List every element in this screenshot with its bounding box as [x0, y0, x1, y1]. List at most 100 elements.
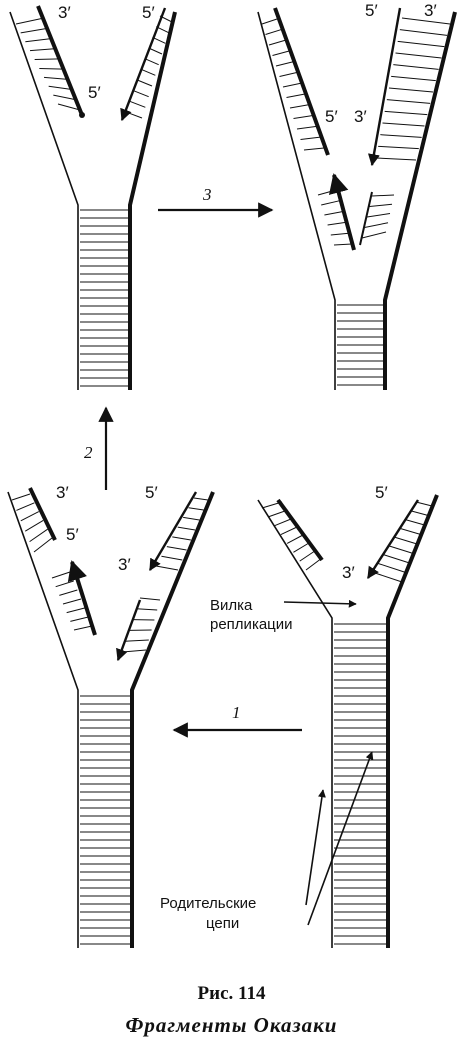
step-3-arrow: 3: [158, 185, 274, 218]
base-pair-rung: [140, 68, 156, 76]
base-pair-rung: [293, 115, 314, 119]
base-pair-rung: [144, 58, 159, 66]
base-pair-rung: [384, 110, 428, 116]
base-pair-rung: [369, 203, 393, 207]
base-pair-rung: [324, 211, 343, 216]
base-pair-rung: [39, 67, 65, 70]
base-pair-rung: [129, 100, 146, 108]
base-pair-rung: [11, 493, 31, 501]
base-pair-rung: [393, 64, 439, 70]
base-pair-rung: [321, 200, 340, 206]
base-pair-rung: [62, 598, 82, 605]
base-pair-rung: [125, 639, 149, 642]
base-pair-rung: [382, 122, 425, 127]
base-pair-rung: [133, 90, 149, 98]
fork-pointer: [283, 599, 357, 608]
fork-label-line1: Вилка: [210, 597, 253, 614]
base-pair-rung: [29, 528, 48, 543]
panel-3-lagging-strand-old: [367, 7, 402, 167]
panel-1-leading-strand-end: [79, 112, 85, 118]
panel-2-fork: 3′ 5′ 5′ 3′: [7, 483, 215, 948]
base-pair-rung: [51, 571, 71, 579]
p4-label-5prime-top: 5′: [375, 483, 388, 502]
base-pair-rung: [34, 58, 61, 61]
base-pair-rung: [137, 79, 153, 87]
p2-label-3prime-mid: 3′: [118, 555, 131, 574]
base-pair-rung: [272, 50, 292, 56]
figure-number: Рис. 114: [197, 983, 266, 1004]
base-pair-rung: [300, 136, 321, 140]
panel-2-lagging-strand-top: [148, 491, 198, 572]
panel-1-right-arm-rungs: [125, 15, 173, 119]
base-pair-rung: [70, 616, 89, 622]
base-pair-rung: [66, 607, 85, 614]
panel-1-left-arm-rungs: [15, 17, 81, 111]
p1-label-3prime: 3′: [58, 3, 71, 22]
step-3-label: 3: [202, 185, 212, 204]
figure-title: Фрагменты Оказаки: [125, 1013, 338, 1037]
p2-label-3prime-top: 3′: [56, 483, 69, 502]
panel-1-fork: 3′ 5′ 5′: [9, 3, 177, 390]
panel-2-right-arm-rungs: [121, 497, 209, 653]
base-pair-rung: [29, 48, 57, 52]
panel-4-left-arm-rungs: [261, 501, 323, 571]
panel-3-right-arm-rungs: [375, 17, 451, 161]
panel-1-lagging-strand: [120, 7, 167, 122]
panel-4-right-arm-rungs: [371, 501, 433, 583]
base-pair-rung: [286, 93, 306, 98]
base-pair-rung: [136, 608, 158, 611]
base-pair-rung: [24, 519, 44, 532]
p4-label-3prime-mid: 3′: [342, 563, 355, 582]
p3-label-5prime-top: 5′: [365, 1, 378, 20]
base-pair-rung: [364, 222, 389, 228]
panel-4-lagging-strand: [366, 499, 420, 580]
p1-label-5prime-top: 5′: [142, 3, 155, 22]
base-pair-rung: [188, 507, 204, 511]
base-pair-rung: [395, 52, 442, 59]
base-pair-rung: [183, 516, 200, 521]
base-pair-rung: [265, 28, 284, 35]
base-pair-rung: [333, 243, 353, 246]
base-pair-rung: [43, 76, 69, 80]
panel-2-leading-strand-new: [67, 560, 97, 636]
panel-4-leading-strand: [276, 498, 324, 562]
base-pair-rung: [172, 536, 191, 541]
p1-label-5prime-mid: 5′: [88, 83, 101, 102]
base-pair-rung: [59, 589, 78, 596]
base-pair-rung: [327, 221, 346, 226]
base-pair-rung: [366, 213, 391, 218]
base-pair-rung: [401, 17, 451, 25]
panel-3-leading-strand: [273, 7, 330, 156]
panel-3-okazaki-fragment-rungs: [317, 189, 353, 246]
panel-2-left-arm-rungs: [11, 493, 93, 631]
base-pair-rung: [391, 75, 436, 82]
base-pair-rung: [20, 27, 49, 34]
base-pair-rung: [388, 87, 434, 93]
panel-3-duplex-rungs: [337, 304, 384, 386]
panel-3-left-arm-rungs: [261, 17, 325, 151]
base-pair-rung: [375, 157, 417, 161]
base-pair-rung: [289, 104, 310, 109]
base-pair-rung: [371, 194, 395, 197]
base-pair-rung: [399, 527, 421, 535]
base-pair-rung: [371, 571, 403, 583]
base-pair-rung: [25, 37, 53, 43]
p3-label-3prime: 3′: [424, 1, 437, 20]
base-pair-rung: [378, 145, 419, 150]
base-pair-rung: [296, 125, 317, 130]
base-pair-rung: [73, 625, 93, 631]
step-1-label: 1: [232, 703, 241, 722]
base-pair-rung: [53, 94, 77, 101]
parent-pointer-right: [307, 751, 374, 926]
parent-label-line2: цепи: [206, 915, 239, 932]
base-pair-rung: [317, 189, 337, 196]
base-pair-rung: [55, 580, 74, 588]
base-pair-rung: [155, 565, 179, 571]
base-pair-rung: [279, 71, 299, 77]
panel-1-duplex-rungs: [80, 209, 129, 387]
base-pair-rung: [15, 17, 45, 25]
p2-label-5prime-top: 5′: [145, 483, 158, 502]
base-pair-rung: [382, 554, 410, 564]
base-pair-rung: [139, 597, 161, 601]
